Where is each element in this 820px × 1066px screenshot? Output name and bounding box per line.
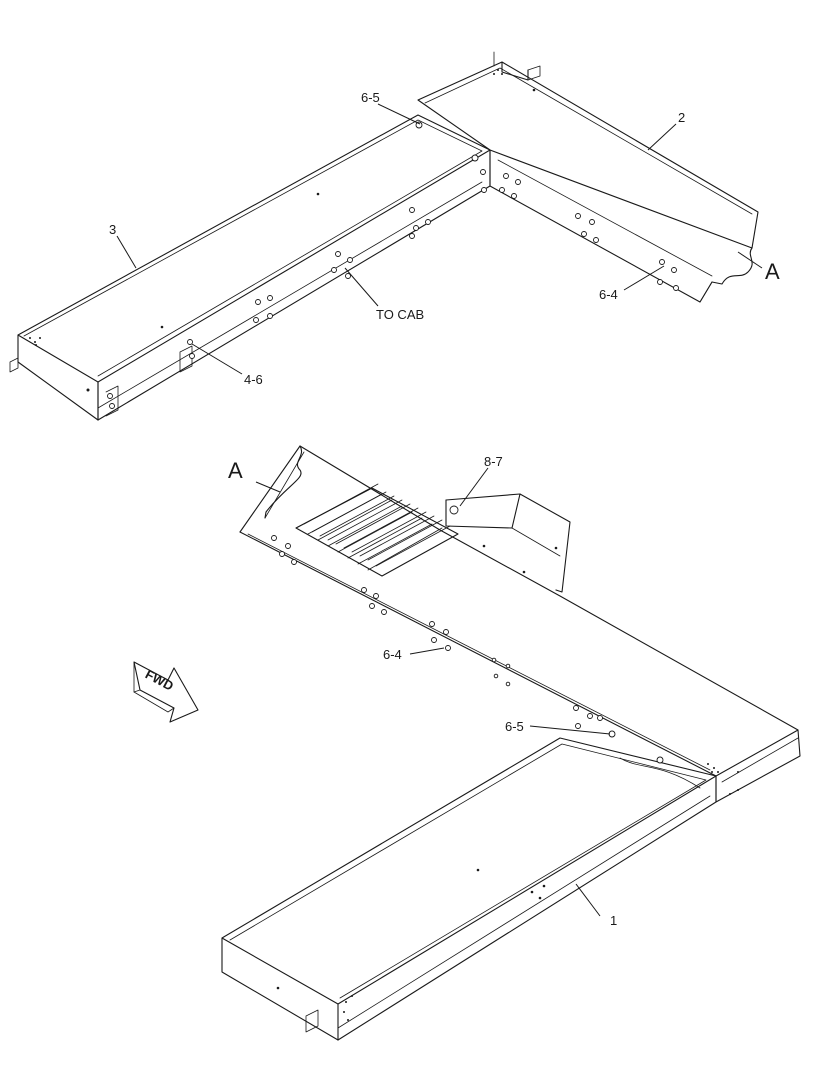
callout-part-2: 2 [678, 110, 685, 125]
bracket-8-7 [445, 493, 571, 593]
grating-section [295, 483, 459, 577]
fwd-label: FWD [143, 666, 176, 693]
lower-leaders [255, 467, 611, 917]
forward-direction-arrow: FWD [133, 661, 199, 723]
lower-bolts [271, 535, 664, 764]
lower-assembly: A 8-7 6-4 6-5 1 [221, 445, 801, 1041]
callout-part-1: 1 [610, 913, 617, 928]
upper-leaders [116, 103, 763, 375]
section-a-label-top: A [765, 259, 780, 284]
callout-6-5-bottom: 6-5 [505, 719, 524, 734]
walkway-panel-2 [417, 51, 759, 303]
walkway-panel-1 [221, 737, 739, 1041]
callout-6-4-bottom: 6-4 [383, 647, 402, 662]
callout-6-5-top: 6-5 [361, 90, 380, 105]
to-cab-label: TO CAB [376, 307, 424, 322]
callout-4-6: 4-6 [244, 372, 263, 387]
callout-6-4-top: 6-4 [599, 287, 618, 302]
callout-8-7: 8-7 [484, 454, 503, 469]
upper-assembly: 6-5 2 3 6-4 4-6 TO CAB A [9, 51, 780, 421]
section-a-label-bottom: A [228, 458, 243, 483]
upper-bolts [107, 121, 679, 409]
walkway-panel-main [239, 445, 801, 803]
callout-part-3: 3 [109, 222, 116, 237]
